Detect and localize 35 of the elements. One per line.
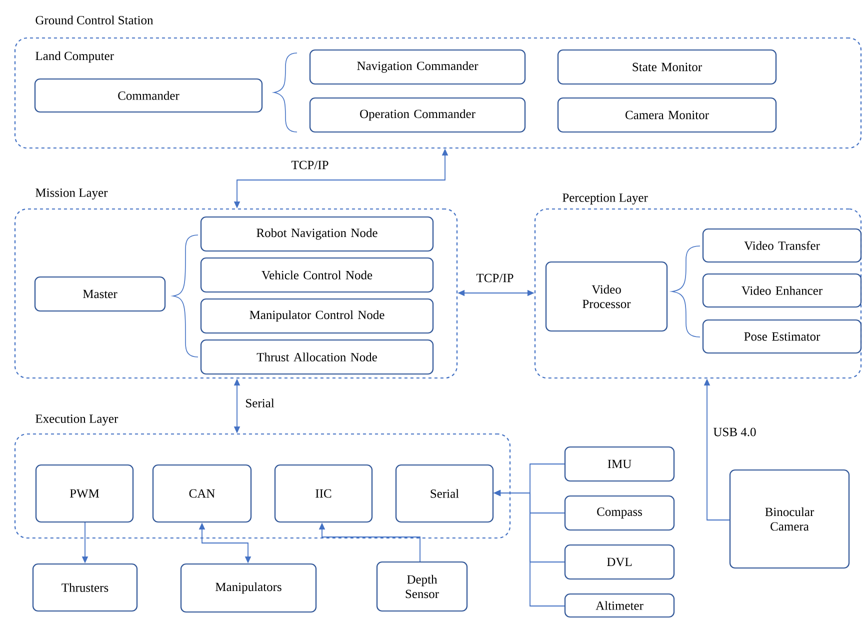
process-box: Video Processor [545,261,668,332]
process-box: Navigation Commander [309,49,526,85]
process-box: Master [34,276,166,312]
process-box: Vehicle Control Node [200,257,434,293]
edge-label: TCP/IP [475,272,515,284]
process-box: Camera Monitor [557,97,777,133]
process-box: Manipulator Control Node [200,298,434,334]
edge-label: USB 4.0 [712,426,758,438]
process-box: Pose Estimator [702,319,862,354]
edge-label: TCP/IP [290,160,330,170]
edge-label: Serial [244,398,276,408]
process-box: Compass [564,495,675,531]
process-box: Binocular Camera [729,469,850,569]
device-heading: Land Computer [36,51,114,63]
process-box: DVL [564,544,675,580]
process-box: Video Enhancer [702,273,862,308]
process-box: IIC [274,464,373,523]
process-box: Thrusters [32,563,138,612]
process-box: Video Transfer [702,228,862,263]
process-box: State Monitor [557,49,777,85]
process-box: Altimeter [564,593,675,618]
process-box: Manipulators [180,563,317,613]
group-heading: Ground Control Station [36,16,154,24]
process-box: CAN [152,464,252,523]
process-box: PWM [35,464,134,523]
process-box: Commander [34,78,263,113]
process-box: Operation Commander [309,97,526,133]
process-box: Depth Sensor [376,561,468,612]
group-heading: Mission Layer [36,188,108,200]
process-box: Robot Navigation Node [200,216,434,252]
process-box: IMU [564,446,675,482]
group-heading: Perception Layer [562,194,648,204]
process-box: Thrust Allocation Node [200,339,434,375]
process-box: Serial [395,464,494,523]
group-heading: Execution Layer [36,414,118,426]
